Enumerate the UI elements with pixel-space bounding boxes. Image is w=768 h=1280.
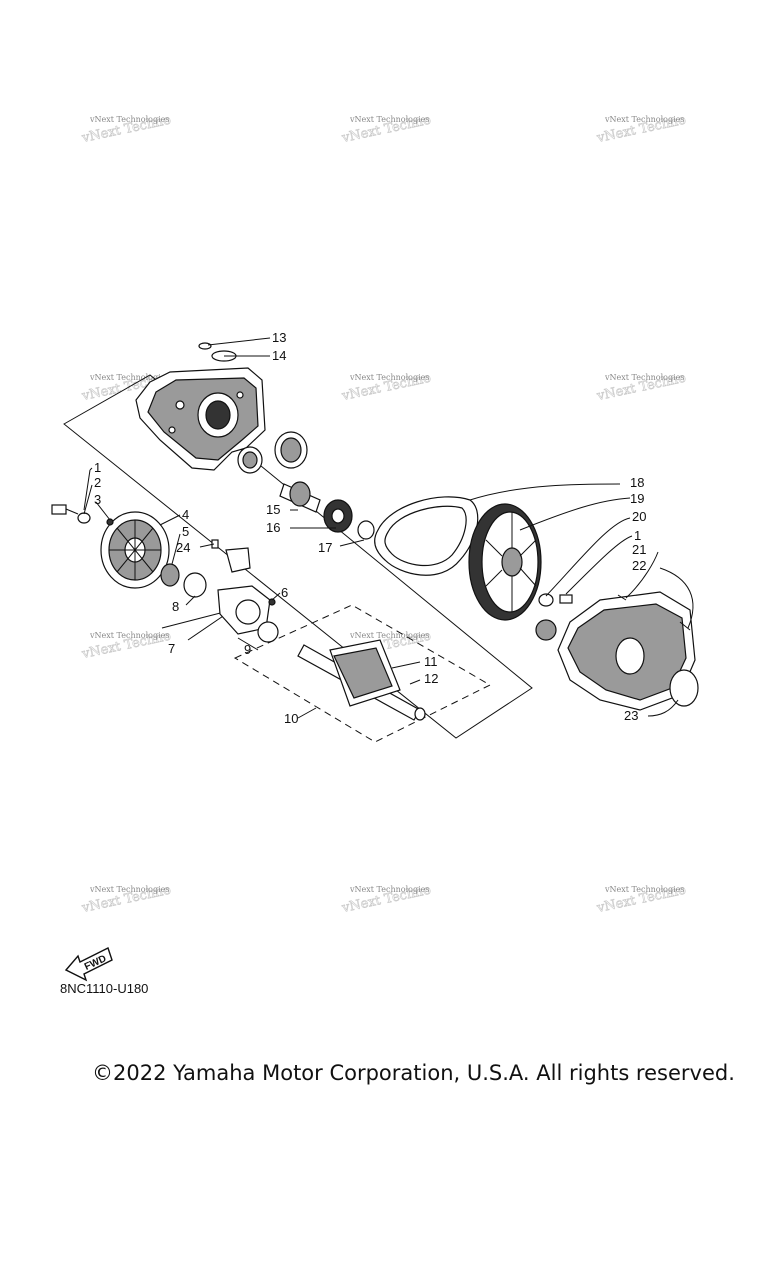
svg-text:vNext Technologies: vNext Technologies — [349, 885, 429, 894]
fwd-label: FWD — [83, 953, 108, 973]
bearing-housing-7 — [217, 585, 271, 635]
callout-10: 10 — [284, 711, 298, 726]
callout-9: 9 — [244, 642, 251, 657]
callout-11: 11 — [424, 654, 438, 669]
bearing-8 — [183, 572, 207, 598]
callout-17: 17 — [318, 540, 332, 555]
callout-15: 15 — [266, 502, 280, 517]
callout-19: 19 — [630, 491, 644, 506]
callout-16: 16 — [266, 520, 280, 535]
hub-5 — [160, 563, 180, 587]
bolt-1-left — [51, 504, 79, 515]
brake-disc — [100, 511, 170, 589]
gasket-23 — [669, 669, 699, 707]
oring-9 — [257, 621, 279, 643]
callout-3: 3 — [94, 492, 101, 507]
callout-12: 12 — [424, 671, 438, 686]
washer-17 — [357, 520, 375, 540]
bolt-6 — [268, 598, 276, 606]
subassembly-outline — [233, 604, 492, 743]
driven-pulley — [468, 503, 542, 621]
leader-lines — [83, 337, 694, 719]
sensor-24 — [211, 539, 251, 573]
washer-2 — [77, 512, 91, 524]
callout-1b: 1 — [634, 528, 641, 543]
copyright-notice: ©2022 Yamaha Motor Corporation, U.S.A. A… — [92, 1061, 735, 1085]
outer-cover — [557, 591, 696, 711]
callout-23: 23 — [624, 708, 638, 723]
diagram-code: 8NC1110-U180 — [60, 981, 149, 996]
callout-18: 18 — [630, 475, 644, 490]
svg-text:vNext Technologies: vNext Technologies — [349, 631, 429, 640]
callout-7: 7 — [168, 641, 175, 656]
svg-text:vNext Technologies: vNext Technologies — [604, 885, 684, 894]
inner-cover — [135, 367, 266, 471]
callout-1: 1 — [94, 460, 101, 475]
callout-14: 14 — [272, 348, 286, 363]
callout-22: 22 — [632, 558, 646, 573]
callout-24: 24 — [176, 540, 190, 555]
svg-text:vNext Technologies: vNext Technologies — [89, 885, 169, 894]
callout-21: 21 — [632, 542, 646, 557]
svg-text:vNext Technologies: vNext Technologies — [89, 631, 169, 640]
sprocket-16 — [323, 499, 353, 533]
pin-3 — [106, 518, 114, 526]
fwd-arrow-icon: FWD — [64, 947, 113, 982]
bracket-9 — [237, 637, 259, 651]
svg-text:vNext Technologies: vNext Technologies — [349, 373, 429, 382]
plug-13 — [198, 342, 237, 362]
svg-text:vNext Technologies: vNext Technologies — [89, 115, 169, 124]
callout-5: 5 — [182, 524, 189, 539]
washer-20 — [538, 593, 554, 607]
callout-2: 2 — [94, 475, 101, 490]
impeller-shaft — [297, 639, 426, 721]
svg-text:vNext Technologies: vNext Technologies — [349, 115, 429, 124]
drive-shaft — [279, 481, 321, 513]
callouts: 13 14 1 2 3 4 5 24 6 8 7 9 15 16 17 18 1… — [94, 330, 646, 726]
drive-belt — [374, 496, 479, 576]
svg-text:vNext Technologies: vNext Technologies — [89, 373, 169, 382]
screw-21 — [617, 594, 627, 601]
callout-6: 6 — [281, 585, 288, 600]
bearing-upper — [237, 431, 308, 474]
callout-13: 13 — [272, 330, 286, 345]
bearing-right — [535, 619, 557, 641]
bolt-1-right — [559, 594, 573, 604]
callout-8: 8 — [172, 599, 179, 614]
screw-22 — [679, 621, 691, 631]
callout-4: 4 — [182, 507, 189, 522]
assembly-outline — [63, 374, 533, 739]
svg-text:vNext Technologies: vNext Technologies — [604, 115, 684, 124]
svg-text:vNext Technologies: vNext Technologies — [604, 373, 684, 382]
callout-20: 20 — [632, 509, 646, 524]
